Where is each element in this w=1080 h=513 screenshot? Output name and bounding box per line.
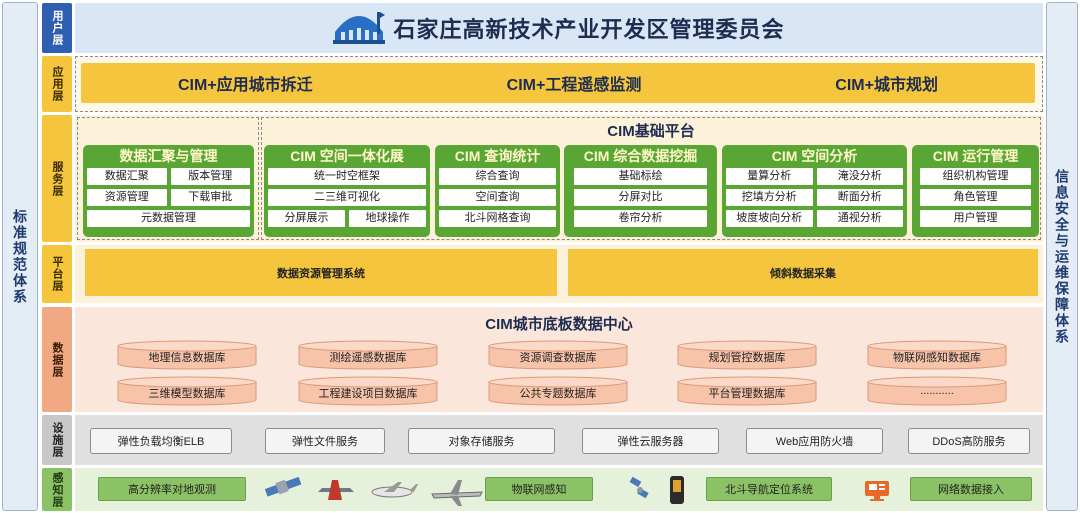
module-operations-management: CIM 运行管理 组织机构管理 角色管理 用户管理 [912, 145, 1039, 237]
database-label: 公共专题数据库 [519, 388, 597, 400]
app-remote-sensing-monitor: CIM+工程遥感监测 [506, 77, 642, 94]
database-label: ........... [920, 385, 954, 397]
module-item: 分屏展示 [268, 210, 345, 227]
database-cylinder: 测绘遥感数据库 [298, 340, 438, 370]
header-title: 石家庄高新技术产业开发区管理委员会 [393, 17, 785, 42]
layer-label-app: 应用层 [42, 56, 72, 112]
module-spatial-analysis: CIM 空间分析 量算分析 淹没分析 挖填方分析 断面分析 坡度坡向分析 通视分… [722, 145, 907, 237]
module-item: 角色管理 [920, 189, 1031, 206]
module-item: 空间查询 [439, 189, 556, 206]
module-item: 坡度坡向分析 [726, 210, 813, 227]
module-item: 资源管理 [87, 189, 167, 206]
security-ops-column: 信息安全与运维保障体系 [1046, 2, 1078, 511]
database-cylinder: 物联网感知数据库 [867, 340, 1007, 370]
oblique-data-collection: 倾斜数据采集 [568, 249, 1038, 296]
database-label: 资源调查数据库 [519, 352, 597, 364]
module-item: 通视分析 [816, 210, 903, 227]
sense-beidou-navigation: 北斗导航定位系统 [706, 477, 832, 501]
infra-file-service: 弹性文件服务 [265, 428, 385, 454]
database-label: 地理信息数据库 [148, 352, 226, 364]
database-label: 物联网感知数据库 [893, 352, 981, 364]
module-title: 数据汇聚与管理 [119, 148, 218, 164]
module-item: 组织机构管理 [920, 168, 1031, 185]
module-item: 下载审批 [170, 189, 250, 206]
module-item: 版本管理 [170, 168, 250, 185]
module-spatial-display: CIM 空间一体化展 统一时空框架 二三维可视化 分屏展示 地球操作 [264, 145, 430, 237]
database-cylinder: 地理信息数据库 [117, 340, 257, 370]
layer-label-platform: 平台层 [42, 245, 72, 303]
sense-earth-observation: 高分辨率对地观测 [98, 477, 246, 501]
module-item: 分屏对比 [574, 189, 707, 206]
module-item: 二三维可视化 [268, 189, 426, 206]
module-item: 地球操作 [349, 210, 426, 227]
app-urban-planning: CIM+城市规划 [835, 77, 938, 94]
infra-elb: 弹性负载均衡ELB [90, 428, 232, 454]
module-title: CIM 运行管理 [932, 148, 1019, 164]
cim-base-platform-title: CIM基础平台 [607, 123, 695, 140]
layer-label-sense: 感知层 [42, 468, 72, 511]
module-data-mining: CIM 综合数据挖掘 基础标绘 分屏对比 卷帘分析 [564, 145, 717, 237]
module-title: CIM 综合数据挖掘 [583, 148, 698, 164]
gps-satellite-icon [629, 476, 649, 499]
database-cylinder: ........... [867, 376, 1007, 406]
database-cylinder: 工程建设项目数据库 [298, 376, 438, 406]
module-item: 数据汇聚 [87, 168, 167, 185]
module-item: 断面分析 [816, 189, 903, 206]
drone-icon [318, 480, 354, 500]
sense-iot: 物联网感知 [485, 477, 593, 501]
layer-label-infra: 设施层 [42, 415, 72, 465]
app-urban-demolition: CIM+应用城市拆迁 [177, 77, 313, 94]
module-item: 北斗网格查询 [439, 210, 556, 227]
data-aggregation-frame [77, 117, 259, 240]
layer-label-user: 用户层 [42, 3, 72, 53]
layer-label-data: 数据层 [42, 307, 72, 412]
database-label: 平台管理数据库 [708, 388, 786, 400]
aircraft-icon [371, 482, 418, 498]
database-label: 三维模型数据库 [148, 388, 226, 400]
module-item: 卷帘分析 [574, 210, 707, 227]
database-cylinder: 公共专题数据库 [488, 376, 628, 406]
application-bar: CIM+应用城市拆迁 CIM+工程遥感监测 CIM+城市规划 [81, 63, 1035, 103]
uav-icon [431, 480, 483, 506]
data-center-title: CIM城市底板数据中心 [485, 316, 633, 333]
database-label: 工程建设项目数据库 [318, 388, 418, 400]
aerial-devices-group [264, 476, 483, 506]
module-title: CIM 空间分析 [771, 148, 858, 164]
database-cylinder: 三维模型数据库 [117, 376, 257, 406]
network-access-icon [865, 481, 889, 501]
database-label: 测绘遥感数据库 [329, 352, 407, 364]
database-cylinder: 规划管控数据库 [677, 340, 817, 370]
cim-base-platform-frame [261, 117, 1041, 240]
module-item: 挖填方分析 [726, 189, 813, 206]
database-label: 规划管控数据库 [708, 352, 786, 364]
database-cylinder: 资源调查数据库 [488, 340, 628, 370]
module-item: 统一时空框架 [268, 168, 426, 185]
module-title: CIM 空间一体化展 [290, 148, 404, 164]
standards-system-label: 标准规范体系 [12, 208, 28, 305]
module-query-statistics: CIM 查询统计 综合查询 空间查询 北斗网格查询 [435, 145, 560, 237]
satellite-icon [264, 476, 302, 497]
module-item: 综合查询 [439, 168, 556, 185]
data-resource-management-system: 数据资源管理系统 [85, 249, 557, 296]
module-title: CIM 查询统计 [454, 148, 541, 164]
layer-label-service: 服务层 [42, 115, 72, 242]
infra-cloud-server: 弹性云服务器 [582, 428, 719, 454]
module-item: 基础标绘 [574, 168, 707, 185]
standards-system-column: 标准规范体系 [2, 2, 38, 511]
module-item: 用户管理 [920, 210, 1031, 227]
infra-ddos-protection: DDoS高防服务 [908, 428, 1030, 454]
module-item: 元数据管理 [87, 210, 250, 227]
database-cylinder: 平台管理数据库 [677, 376, 817, 406]
sense-network-data-access: 网络数据接入 [910, 477, 1032, 501]
beidou-devices-group [629, 476, 684, 504]
user-layer-header: 石家庄高新技术产业开发区管理委员会 [75, 3, 1043, 53]
infra-web-firewall: Web应用防火墙 [746, 428, 883, 454]
positioning-device-icon [670, 476, 684, 504]
module-item: 量算分析 [726, 168, 813, 185]
security-ops-label: 信息安全与运维保障体系 [1054, 168, 1070, 345]
module-item: 淹没分析 [816, 168, 903, 185]
building-logo-icon [333, 12, 386, 44]
module-data-aggregation: 数据汇聚与管理 数据汇聚 版本管理 资源管理 下载审批 元数据管理 [83, 145, 254, 237]
infra-object-storage: 对象存储服务 [408, 428, 555, 454]
